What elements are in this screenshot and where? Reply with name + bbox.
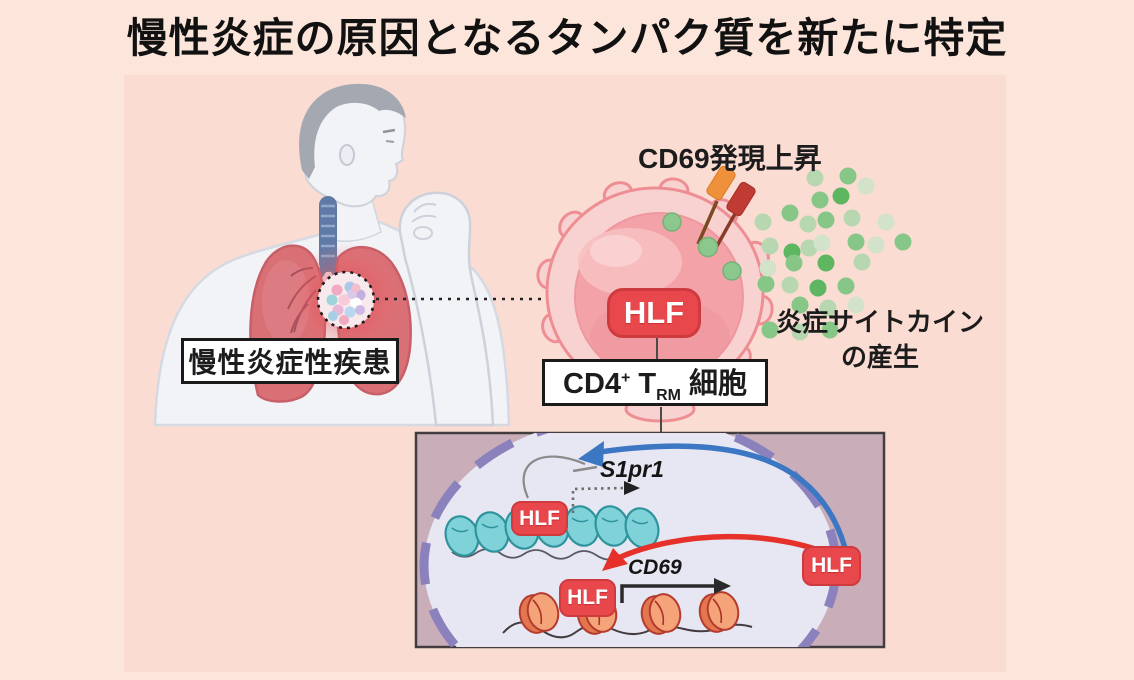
gene-label-cd69: CD69 [628, 556, 682, 579]
hlf-badge-cell: HLF [607, 288, 701, 338]
hlf-badge-chromatin: HLF [511, 501, 568, 536]
cell-label-sup: + [621, 369, 631, 387]
cell-label: CD4+ TRM 細胞 [563, 360, 747, 405]
disease-label-box: 慢性炎症性疾患 [181, 338, 399, 384]
hlf-badge-cytoplasm: HLF [802, 546, 861, 586]
blue-arrow-s1pr1 [578, 441, 848, 549]
inhibition-arrow [522, 455, 598, 499]
cell-label-sub: RM [656, 386, 681, 404]
nucleus-panel [414, 431, 886, 649]
cytokine-dots [754, 167, 912, 341]
cell-label-t: T [630, 368, 657, 401]
transcription-arrow-cd69 [620, 578, 731, 603]
page-title: 慢性炎症の原因となるタンパク質を新たに特定 [126, 15, 1008, 61]
cell-label-base: CD4 [563, 368, 622, 401]
cytokines-on-membrane [662, 212, 742, 281]
disease-label: 慢性炎症性疾患 [188, 347, 392, 378]
hair [299, 83, 406, 179]
arm-coughing [398, 191, 495, 427]
cytokine-label-line1: 炎症サイトカイン [775, 307, 984, 337]
inflamed-site [316, 270, 376, 330]
hlf-badge-cd69-locus: HLF [559, 579, 616, 617]
cytokine-label-line2: の産生 [840, 342, 919, 372]
cell-label-suffix: 細胞 [680, 368, 747, 401]
gene-label-s1pr1: S1pr1 [600, 456, 664, 482]
cytokine-label: 炎症サイトカイン の産生 [766, 302, 994, 374]
blocked-transcription-arrow [571, 481, 640, 513]
cd69-expression-label: CD69発現上昇 [638, 143, 822, 174]
cell-label-box: CD4+ TRM 細胞 [542, 359, 768, 406]
